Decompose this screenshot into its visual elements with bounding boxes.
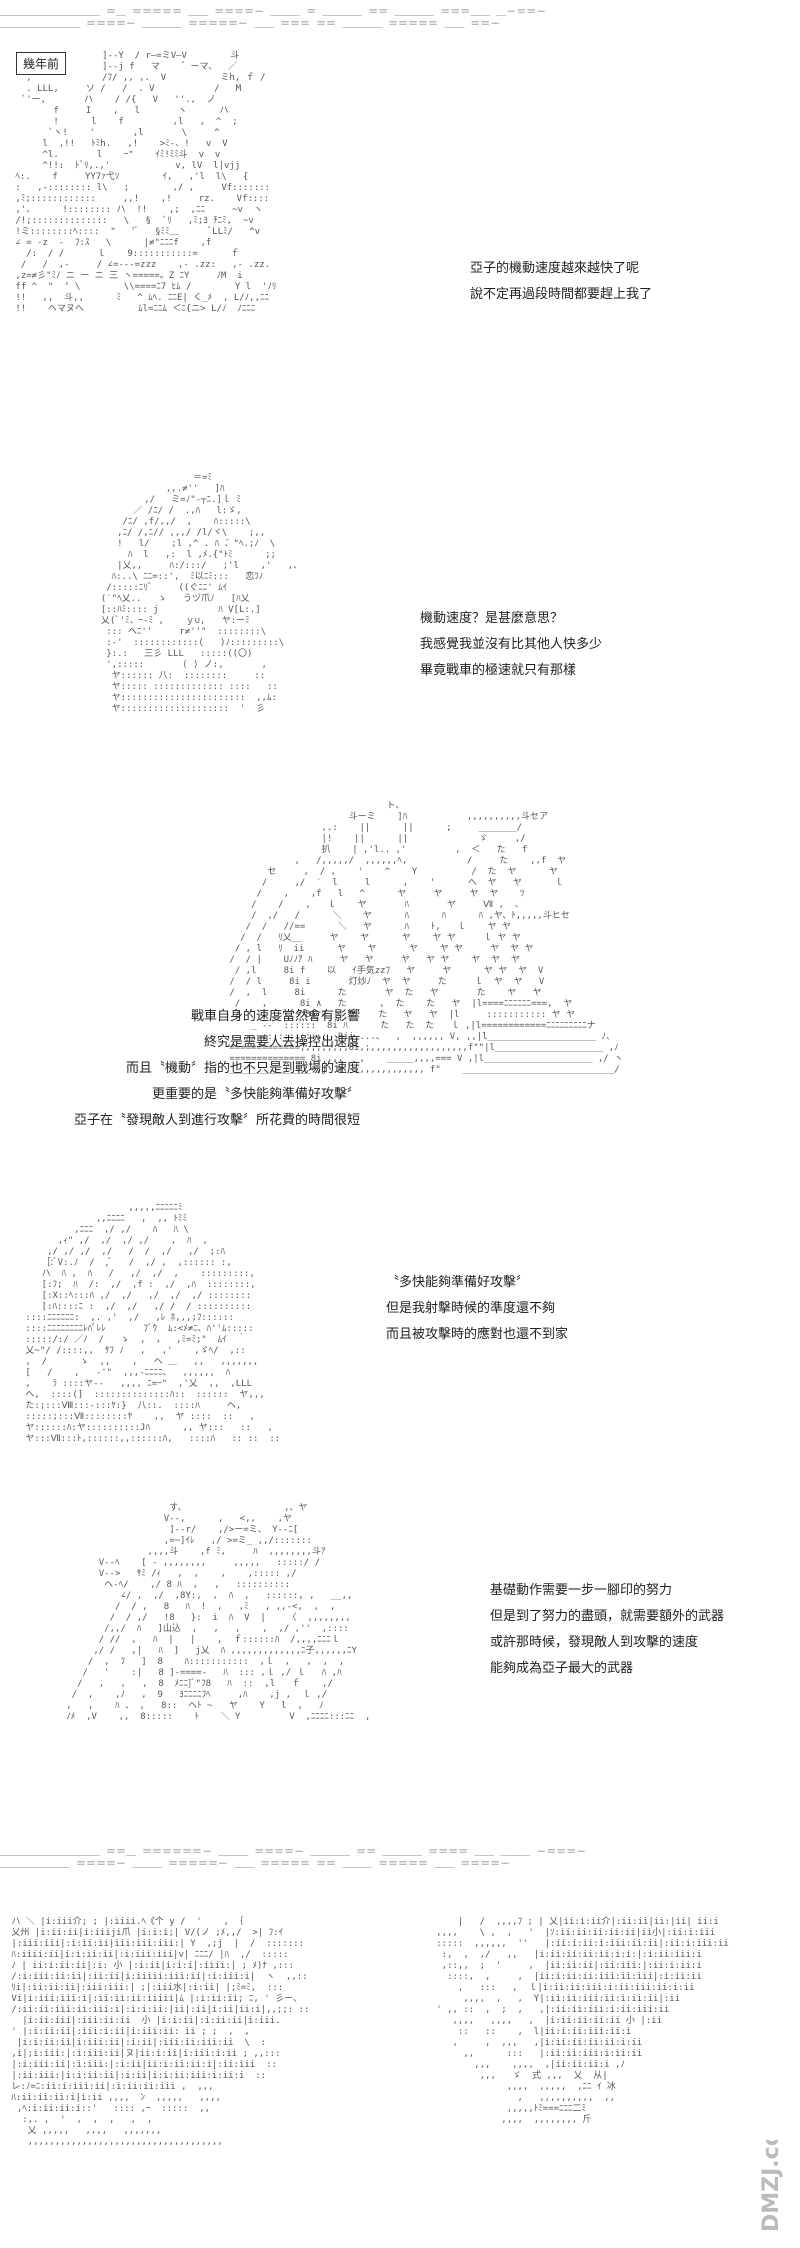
flashback-label: 幾年前 [16, 52, 67, 75]
panel3-line-4: 更重要的是〝多快能夠準備好攻擊〞 [151, 1087, 360, 1102]
panel4-line-1: 〝多快能夠準備好攻擊〞 [386, 1275, 530, 1290]
panel3-line-5: 亞子在〝發現敵人到進行攻擊〞所花費的時間很短 [73, 1113, 360, 1128]
panel2-ascii-art: ＝=ﾐ ,,.≠'' ]ﾊ ,/ ミ=ﾉ"-┬ﾆ.]ｌ ﾐ ／ /ﾆ/ / .,… [100, 473, 303, 714]
panel5-line-4: 能夠成為亞子最大的武器 [490, 1661, 634, 1676]
panel1-line-1: 亞子的機動速度越來越快了呢 [470, 261, 640, 276]
panel2-line-3: 畢竟戰車的極速就只有那樣 [420, 663, 577, 678]
panel1-dialog: 亞子的機動速度越來越快了呢 說不定再過段時間都要趕上我了 [470, 256, 652, 308]
top-separator-rule: ＿＿＿＿＿＿＿＿＿＿ ＝＿ ＝＝＝＝＝ ＿＿ ＝＝＝＝－ ＿＿＿ ＝ ＿＿＿＿ … [0, 8, 547, 18]
panel4-line-3: 而且被攻擊時的應對也還不到家 [386, 1327, 569, 1342]
panel1-line-2: 說不定再過段時間都要趕上我了 [470, 287, 653, 302]
panel4-dialog: 〝多快能夠準備好攻擊〞 但是我射擊時候的準度還不夠 而且被攻擊時的應對也還不到家 [386, 1270, 568, 1348]
top-separator-rule-2: ＿＿＿＿＿＿＿＿ ＝＝＝＝－ ＿＿＿＿ ＝＝＝＝＝－ ＿＿ ＝＝＝ ＝＝ ＿＿＿… [0, 20, 501, 30]
panel1-ascii-art: ]--Y / r—=ミV—V 斗 ]--j f マ ゛ーマ、 ／ , /ﾌ/ ,… [15, 51, 277, 314]
panel3-line-3: 而且〝機動〞指的也不只是到戰場的速度 [125, 1061, 360, 1076]
bottom-separator-rule-2: ＿＿＿＿＿＿＿ ＝＝＝＝－ ＿＿＿ ＝＝＝＝＝－ ＿＿ ＝＝＝＝＝ ＝＝ ＿＿＿… [0, 1860, 511, 1870]
panel3-ascii-art: ト、 斗ーミ ]ﾊ ,,,,,,,,,,斗セア ,.: || || ; ____… [229, 801, 624, 1075]
watermark-logo-icon: DMZJ.com [759, 2108, 784, 2232]
panel4-ascii-art: ,,,,,ﾆﾆﾆﾆﾆﾐ ,,ﾆﾆﾆﾆ , ,, ﾄﾐﾐ ,ﾆﾆﾆ ,/ ,/ ﾊ… [25, 1203, 281, 1444]
panel3-dialog: 戰車自身的速度當然會有影響 終究是需要人去操控出速度 而且〝機動〞指的也不只是到… [0, 1004, 360, 1134]
bottom-separator-rule: ＿＿＿＿＿＿＿＿＿＿ ＝＝＿ ＝＝＝＝＝＝－ ＿＿＿ ＝＝＝＝－ ＿＿＿＿ ＝＝… [0, 1848, 587, 1858]
panel2-line-1: 機動速度？是甚麼意思？ [420, 611, 564, 626]
panel5-line-2: 但是到了努力的盡頭，就需要額外的武器 [490, 1609, 725, 1624]
panel5-ascii-art: す、 ,、ヤ V--, , <,, ,ヤ ]--r/ ,/>ー=ミ、 Y--ﾆ[… [66, 1503, 371, 1722]
panel6-ascii-art-left: ハ ＼ |i:iii介; ; |:iiii.ﾍ《个 y / ' , ｛ 乂州 |… [11, 1917, 310, 2147]
panel5-dialog: 基礎動作需要一步一腳印的努力 但是到了努力的盡頭，就需要額外的武器 或許那時候，… [490, 1578, 724, 1682]
watermark-text: DMZJ.com [759, 2140, 784, 2232]
panel2-dialog: 機動速度？是甚麼意思？ 我感覺我並沒有比其他人快多少 畢竟戰車的極速就只有那樣 [420, 606, 602, 684]
panel2-line-2: 我感覺我並沒有比其他人快多少 [420, 637, 603, 652]
panel3-line-2: 終究是需要人去操控出速度 [203, 1035, 360, 1050]
panel5-line-3: 或許那時候，發現敵人到攻擊的速度 [490, 1635, 699, 1650]
panel6-ascii-art-right: | / ,,,,ﾌ ; | 乂|ii:i:ii介|:ii:ii|ii:|ii| … [436, 1917, 729, 2125]
panel5-line-1: 基礎動作需要一步一腳印的努力 [490, 1583, 673, 1598]
panel3-line-1: 戰車自身的速度當然會有影響 [190, 1009, 360, 1024]
panel4-line-2: 但是我射擊時候的準度還不夠 [386, 1301, 556, 1316]
dmzj-watermark: DMZJ.com [738, 2108, 796, 2236]
